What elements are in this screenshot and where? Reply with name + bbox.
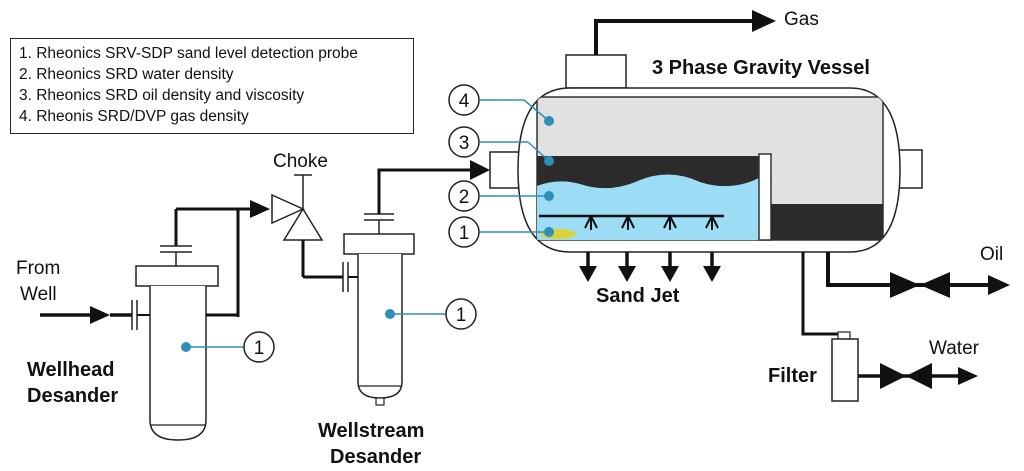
callout-1-wellhead: 1 [243,331,275,363]
svg-text:1: 1 [254,338,265,359]
weir-plate [758,153,772,241]
legend-item: 1. Rheonics SRV-SDP sand level detection… [19,45,358,62]
sand-jet-header [539,214,724,230]
callout-1-vessel: 1 [448,216,480,248]
water-phase [537,174,759,240]
sand-jet-outlets [579,252,721,282]
choke-valve [271,174,343,279]
vessel-title: 3 Phase Gravity Vessel [652,57,870,79]
water-label: Water [929,338,979,359]
wellhead-desander [40,200,270,441]
wellhead-desander-label-line2: Desander [27,385,119,407]
vessel-end-nozzle [897,149,923,189]
from-well-label-line1: From [16,258,61,279]
callout-3: 3 [448,126,480,158]
legend-item: 2. Rheonics SRD water density [19,66,234,83]
svg-text:1: 1 [456,305,467,326]
oil-label: Oil [980,244,1004,265]
legend: 1. Rheonics SRV-SDP sand level detection… [10,38,414,134]
wellhead-probe-dot [181,342,191,352]
callout-1-wellstream: 1 [445,298,477,330]
water-arrow-icon [958,367,978,385]
inlet-flow-arrow-icon [470,160,490,180]
water-valve-icon [880,363,932,389]
filter-body [831,338,859,402]
wellstream-desander-label-line2: Desander [330,446,422,468]
from-well-label-line2: Well [20,284,57,305]
wellhead-desander-label-line1: Wellhead [27,359,115,381]
wellstream-desander [342,160,490,406]
oil-arrow-icon [988,275,1010,295]
oil-outlet-line [826,252,1010,298]
wellstream-desander-label-line1: Wellstream [318,420,425,442]
wellstream-probe-dot [385,309,395,319]
choke-label: Choke [273,151,328,172]
svg-text:3: 3 [459,133,470,154]
oil-bucket [771,204,883,240]
sand-jet-label: Sand Jet [596,285,680,307]
probe-4-dot [544,116,554,126]
svg-text:4: 4 [459,91,470,112]
gas-outlet-line [565,10,776,89]
probe-2-dot [544,191,554,201]
vessel-inlet-nozzle [489,151,521,189]
probe-1-dot [544,227,554,237]
legend-item: 3. Rheonics SRD oil density and viscosit… [19,87,305,104]
wellhead-flow-arrow-icon [250,200,270,218]
gas-outlet-nozzle [565,54,627,89]
gas-label: Gas [784,9,819,30]
from-well-arrow-icon [90,306,110,324]
oil-valve-icon [890,272,950,298]
legend-item: 4. Rheonis SRD/DVP gas density [19,108,249,125]
svg-text:2: 2 [459,187,470,208]
svg-text:1: 1 [459,223,470,244]
water-outlet-line [801,252,978,402]
three-phase-vessel [489,87,923,253]
gas-arrow-icon [752,10,776,32]
probe-3-dot [544,156,554,166]
callout-4: 4 [448,84,480,116]
probe-dots [181,116,554,352]
callout-2: 2 [448,180,480,212]
filter-label: Filter [768,365,817,387]
